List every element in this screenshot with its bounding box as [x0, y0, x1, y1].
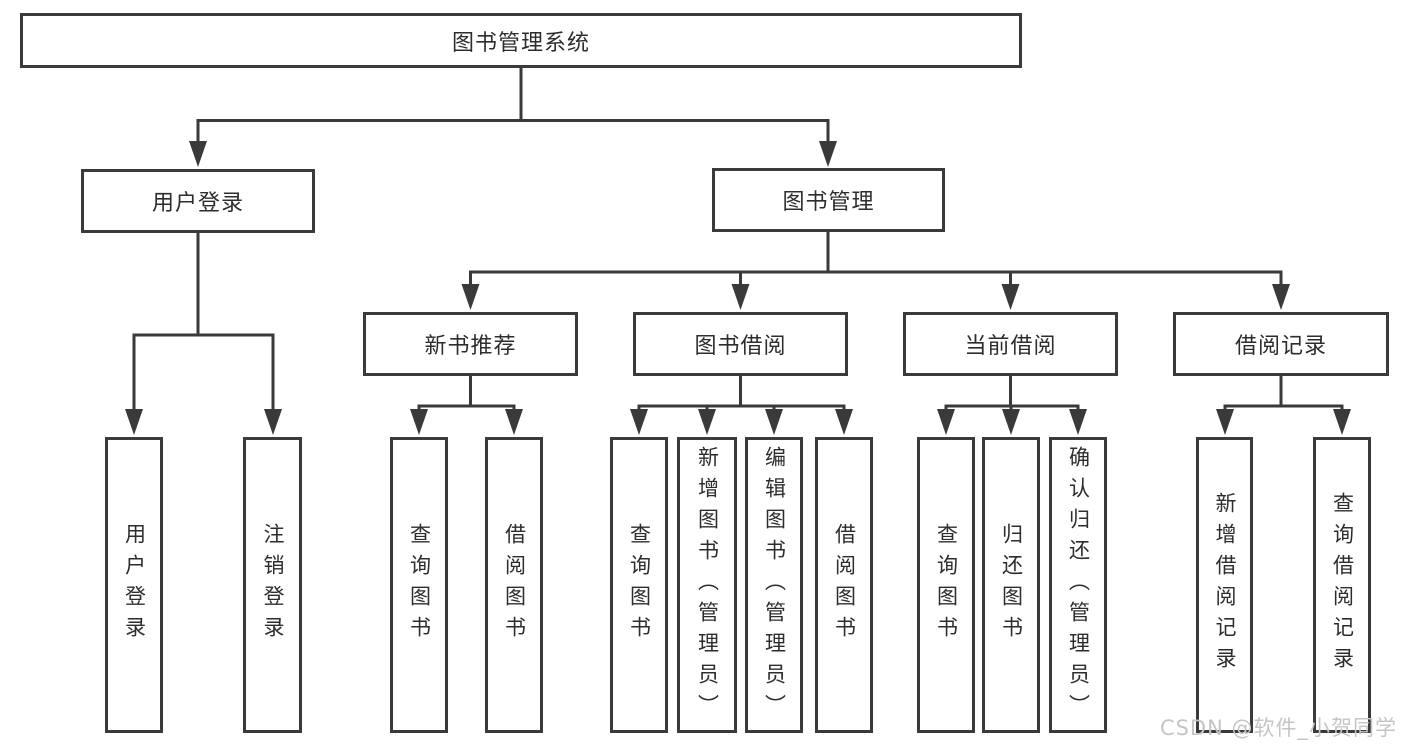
leaf-cb-query-book: 查询图书	[917, 437, 975, 733]
arrow-icon	[1002, 409, 1020, 435]
leaf-bb-borrow-book: 借阅图书	[815, 437, 873, 733]
leaf-nbr-borrow-book: 借阅图书	[485, 437, 543, 733]
arrow-icon	[630, 409, 648, 435]
node-current-borrow: 当前借阅	[903, 312, 1118, 376]
leaf-bb-query-book: 查询图书	[610, 437, 668, 733]
leaf-label: 查询图书	[407, 523, 432, 647]
arrow-icon	[1216, 409, 1234, 435]
node-borrow-records: 借阅记录	[1173, 312, 1389, 376]
leaf-cb-return-book: 归还图书	[982, 437, 1040, 733]
leaf-label: 注销登录	[261, 523, 285, 647]
arrow-icon	[125, 409, 143, 435]
leaf-bb-add-book-admin: 新增图书（管理员）	[677, 437, 737, 733]
node-user-login: 用户登录	[81, 169, 315, 233]
arrow-icon	[835, 409, 853, 435]
arrow-icon	[731, 284, 750, 310]
leaf-label: 确认归还（管理员）	[1066, 445, 1091, 725]
node-root: 图书管理系统	[20, 13, 1022, 68]
leaf-label: 查询借阅记录	[1330, 492, 1355, 678]
leaf-logout-login: 注销登录	[243, 437, 302, 733]
arrow-icon	[410, 409, 428, 435]
arrow-icon	[1001, 284, 1020, 310]
arrow-icon	[1333, 409, 1351, 435]
arrow-icon	[937, 409, 955, 435]
arrow-icon	[505, 409, 523, 435]
arrow-icon	[1069, 409, 1087, 435]
arrow-icon	[765, 409, 783, 435]
leaf-br-query-borrow-record: 查询借阅记录	[1313, 437, 1371, 733]
node-new-book-recommend: 新书推荐	[363, 312, 578, 376]
node-book-borrow: 图书借阅	[633, 312, 848, 376]
leaf-nbr-query-book: 查询图书	[390, 437, 448, 733]
leaf-user-login: 用户登录	[105, 437, 163, 733]
leaf-cb-confirm-return-admin: 确认归还（管理员）	[1049, 437, 1107, 733]
leaf-bb-edit-book-admin: 编辑图书（管理员）	[745, 437, 803, 733]
arrow-icon	[461, 284, 480, 310]
leaf-label: 新增借阅记录	[1213, 492, 1237, 678]
arrow-icon	[819, 141, 837, 167]
leaf-label: 借阅图书	[502, 523, 527, 647]
leaf-label: 查询图书	[934, 523, 959, 647]
arrow-icon	[698, 409, 716, 435]
leaf-label: 查询图书	[627, 523, 652, 647]
arrow-icon	[264, 409, 282, 435]
csdn-watermark: CSDN @软件_小贺同学	[1159, 716, 1397, 740]
arrow-icon	[189, 141, 207, 167]
arrow-icon	[1272, 284, 1290, 310]
leaf-label: 编辑图书（管理员）	[762, 445, 787, 725]
leaf-label: 新增图书（管理员）	[695, 445, 720, 725]
leaf-label: 用户登录	[122, 523, 147, 647]
leaf-label: 借阅图书	[832, 523, 857, 647]
leaf-label: 归还图书	[999, 523, 1024, 647]
node-book-management: 图书管理	[712, 168, 945, 232]
leaf-br-add-borrow-record: 新增借阅记录	[1196, 437, 1253, 733]
